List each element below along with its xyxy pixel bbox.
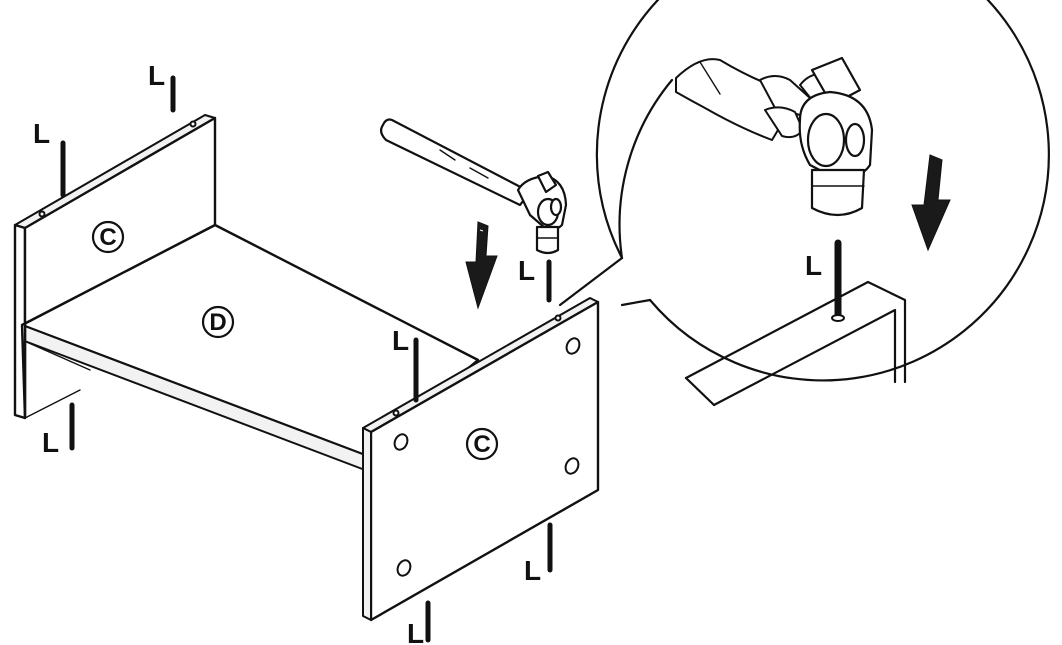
svg-text:L: L: [148, 60, 165, 91]
svg-text:D: D: [209, 309, 226, 336]
part-label-right-c: C: [465, 427, 499, 461]
detail-down-arrow-icon: [911, 154, 951, 252]
right-panel-c: [362, 297, 600, 622]
svg-text:L: L: [805, 250, 822, 281]
svg-text:C: C: [473, 431, 490, 458]
pin-l-right-bottom-2: L: [407, 600, 431, 645]
detail-view: [558, 0, 1050, 382]
svg-text:L: L: [33, 118, 50, 149]
part-label-left-c: C: [91, 220, 125, 254]
detail-board: [684, 280, 907, 407]
svg-text:L: L: [392, 325, 409, 356]
pin-l-left-top: L: [33, 118, 66, 198]
detail-pin-l: L: [805, 239, 845, 322]
svg-text:L: L: [524, 555, 541, 586]
down-arrow-icon: [465, 221, 498, 310]
pin-l-right-front: L: [392, 325, 419, 403]
part-label-d: D: [201, 305, 235, 339]
svg-text:L: L: [407, 618, 424, 645]
svg-text:L: L: [518, 255, 535, 286]
pin-l-right-back: L: [518, 255, 552, 303]
pin-l-left-back: L: [148, 60, 176, 113]
left-panel-c: [13, 114, 217, 420]
pin-l-left-bottom: L: [42, 402, 75, 458]
pin-l-right-bottom-1: L: [524, 522, 553, 586]
svg-text:C: C: [99, 224, 116, 251]
detail-hammer-icon: [675, 56, 874, 217]
hammer-icon: [379, 118, 568, 255]
svg-text:L: L: [42, 427, 59, 458]
